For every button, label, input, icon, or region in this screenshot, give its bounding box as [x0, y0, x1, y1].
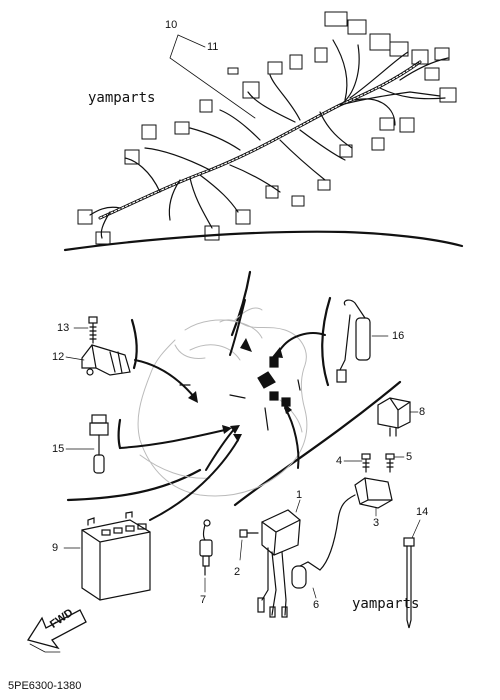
- callout-16: 16: [392, 330, 405, 342]
- callout-15: 15: [52, 443, 65, 455]
- callout-9: 9: [52, 542, 59, 554]
- callout-12: 12: [52, 351, 65, 363]
- callout-3: 3: [373, 517, 380, 529]
- callout-6: 6: [313, 599, 320, 611]
- plug-cap-6: [291, 561, 321, 599]
- relay-8: [377, 397, 419, 437]
- bolt-13: [73, 316, 98, 344]
- screws-4-5: [343, 453, 405, 473]
- screw-2: [239, 529, 259, 561]
- callout-13: 13: [57, 322, 70, 334]
- callout-10: 10: [165, 19, 178, 31]
- motorcycle-outline: [137, 307, 308, 497]
- watermark-bottom: yamparts: [352, 596, 420, 612]
- sensor-16: [336, 299, 389, 383]
- watermark-top: yamparts: [88, 90, 156, 106]
- central-components: [179, 356, 301, 431]
- relay-15: [65, 414, 109, 474]
- harness-connectors: [77, 11, 457, 245]
- callout-5: 5: [406, 451, 413, 463]
- callout-8: 8: [419, 406, 426, 418]
- callout-7: 7: [200, 594, 207, 606]
- callout-4: 4: [336, 455, 343, 467]
- fwd-arrow-icon: [26, 609, 87, 653]
- battery-9: [63, 511, 151, 601]
- ignition-coil-3: [319, 477, 393, 571]
- bracket-12: [65, 344, 131, 376]
- switch-7: [199, 519, 213, 593]
- callout-2: 2: [234, 566, 241, 578]
- callout-11: 11: [207, 41, 219, 53]
- cdi-unit-1: [257, 499, 301, 618]
- section-divider: [63, 230, 464, 252]
- callout-14: 14: [416, 506, 429, 518]
- diagram-code: 5PE6300-1380: [8, 680, 82, 692]
- pointer-arrows: [119, 299, 326, 521]
- callout-1: 1: [296, 489, 303, 501]
- cable-strap-14: [403, 519, 421, 629]
- wire-harness: [89, 39, 449, 239]
